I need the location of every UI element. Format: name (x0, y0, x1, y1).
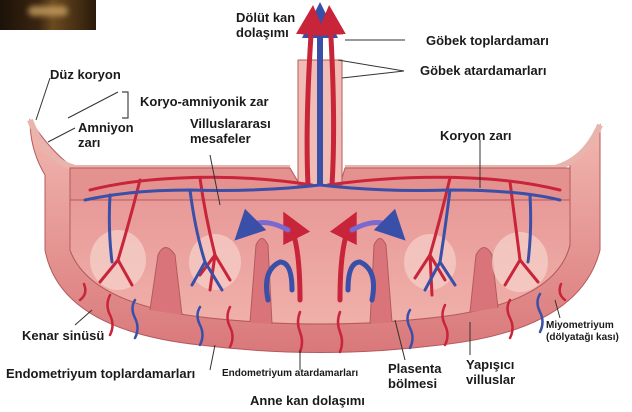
label-amnion-line2: zarı (78, 135, 134, 150)
label-chorion-membrane: Koryon zarı (440, 128, 512, 143)
label-anchoring-villi: Yapışıcı villuslar (466, 357, 515, 387)
label-maternal-circulation: Anne kan dolaşımı (250, 393, 365, 408)
label-amnion-line1: Amniyon (78, 120, 134, 135)
label-placental-septum-line2: bölmesi (388, 376, 441, 391)
label-intervillous-line1: Villuslararası (190, 116, 271, 131)
label-endometrial-arteries: Endometriyum atardamarları (222, 368, 358, 380)
label-umbilical-vein: Göbek toplardamarı (426, 33, 549, 48)
label-intervillous: Villuslararası mesafeler (190, 116, 271, 146)
label-myometrium-line1: Miyometriyum (546, 320, 619, 332)
label-myometrium: Miyometriyum (dölyatağı kası) (546, 320, 619, 344)
label-umbilical-arteries: Göbek atardamarları (420, 63, 546, 78)
label-fetal-circulation-line1: Dölüt kan (236, 10, 295, 25)
label-fetal-circulation: Dölüt kan dolaşımı (236, 10, 295, 40)
label-smooth-chorion: Düz koryon (50, 67, 121, 82)
label-placental-septum: Plasenta bölmesi (388, 361, 441, 391)
label-anchoring-villi-line2: villuslar (466, 372, 515, 387)
label-endometrial-veins: Endometriyum toplardamarları (6, 366, 195, 381)
chorio-amniotic-bracket (122, 92, 128, 118)
label-myometrium-line2: (dölyatağı kası) (546, 332, 619, 344)
label-intervillous-line2: mesafeler (190, 131, 271, 146)
label-anchoring-villi-line1: Yapışıcı (466, 357, 515, 372)
label-fetal-circulation-line2: dolaşımı (236, 25, 295, 40)
label-chorio-amniotic: Koryo-amniyonik zar (140, 94, 269, 109)
label-marginal-sinus: Kenar sinüsü (22, 328, 104, 343)
label-placental-septum-line1: Plasenta (388, 361, 441, 376)
label-amnion: Amniyon zarı (78, 120, 134, 150)
